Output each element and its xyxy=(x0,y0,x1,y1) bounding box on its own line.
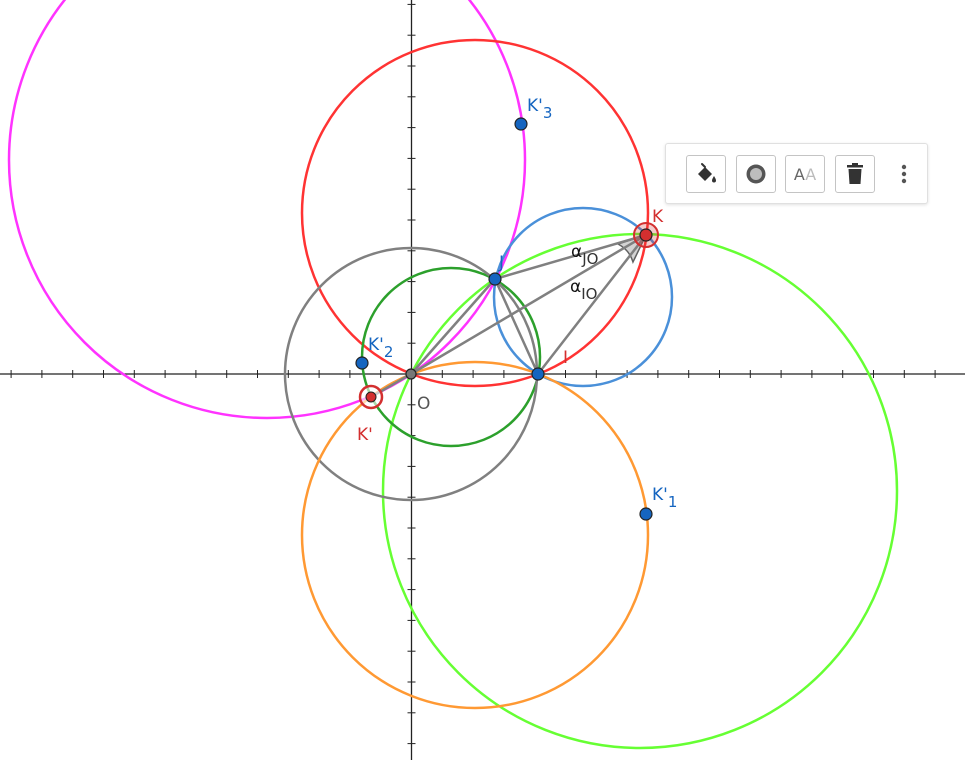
alpha-jo-symbol: α xyxy=(571,242,582,262)
point-j[interactable] xyxy=(488,272,502,286)
segment-i-k[interactable] xyxy=(537,234,647,375)
magenta-circle[interactable] xyxy=(7,0,527,420)
point-kp1[interactable] xyxy=(639,507,653,521)
color-button[interactable] xyxy=(686,155,726,193)
point-k[interactable] xyxy=(639,228,653,242)
label-style-small: A xyxy=(805,164,817,184)
alpha-io-symbol: α xyxy=(570,277,581,297)
orange-circle[interactable] xyxy=(300,360,650,710)
label-alpha-jo: αJO xyxy=(571,242,598,268)
point-o[interactable] xyxy=(405,368,417,380)
label-kp1-main: K' xyxy=(652,485,668,505)
point-kp3[interactable] xyxy=(514,117,528,131)
label-style-button[interactable]: AA xyxy=(785,155,825,193)
label-kp3: K'3 xyxy=(527,96,552,122)
trash-icon xyxy=(847,163,863,184)
alpha-io-sub: IO xyxy=(581,285,597,303)
point-labels: K J I O K' K'1 K'2 K'3 xyxy=(357,96,677,511)
label-kp3-main: K' xyxy=(527,96,543,116)
paint-bucket-icon xyxy=(698,163,716,183)
style-bar: AA xyxy=(665,143,928,204)
point-i[interactable] xyxy=(531,367,545,381)
axis-ticks xyxy=(10,3,936,745)
label-i: I xyxy=(563,348,568,368)
more-vertical-icon xyxy=(901,164,907,184)
label-j: J xyxy=(498,253,504,273)
label-kp3-sub: 3 xyxy=(543,104,553,122)
more-options-button[interactable] xyxy=(890,155,918,193)
delete-button[interactable] xyxy=(835,155,875,193)
label-kp1: K'1 xyxy=(652,485,677,511)
segment-o-j[interactable] xyxy=(410,278,496,375)
label-kp2-sub: 2 xyxy=(384,343,394,361)
angle-labels: αJO αIO xyxy=(570,242,598,303)
label-style-icon: AA xyxy=(794,165,816,184)
label-o: O xyxy=(417,394,430,414)
label-kp2-main: K' xyxy=(368,335,384,355)
points xyxy=(355,117,659,521)
segment-j-k[interactable] xyxy=(494,233,647,281)
label-kp1-sub: 1 xyxy=(668,493,678,511)
blue-circle[interactable] xyxy=(492,206,674,388)
alpha-jo-sub: JO xyxy=(581,250,598,268)
label-alpha-io: αIO xyxy=(570,277,597,303)
point-style-button[interactable] xyxy=(736,155,776,193)
point-kp2[interactable] xyxy=(355,356,369,370)
segment-o-k[interactable] xyxy=(410,233,647,376)
point-style-icon xyxy=(746,164,766,184)
label-kp: K' xyxy=(357,425,373,445)
segment-j-i[interactable] xyxy=(493,278,540,375)
red-circle[interactable] xyxy=(300,38,650,388)
point-kp[interactable] xyxy=(365,391,377,403)
label-style-big: A xyxy=(793,164,806,184)
label-kp2: K'2 xyxy=(368,335,393,361)
label-k: K xyxy=(652,207,664,227)
